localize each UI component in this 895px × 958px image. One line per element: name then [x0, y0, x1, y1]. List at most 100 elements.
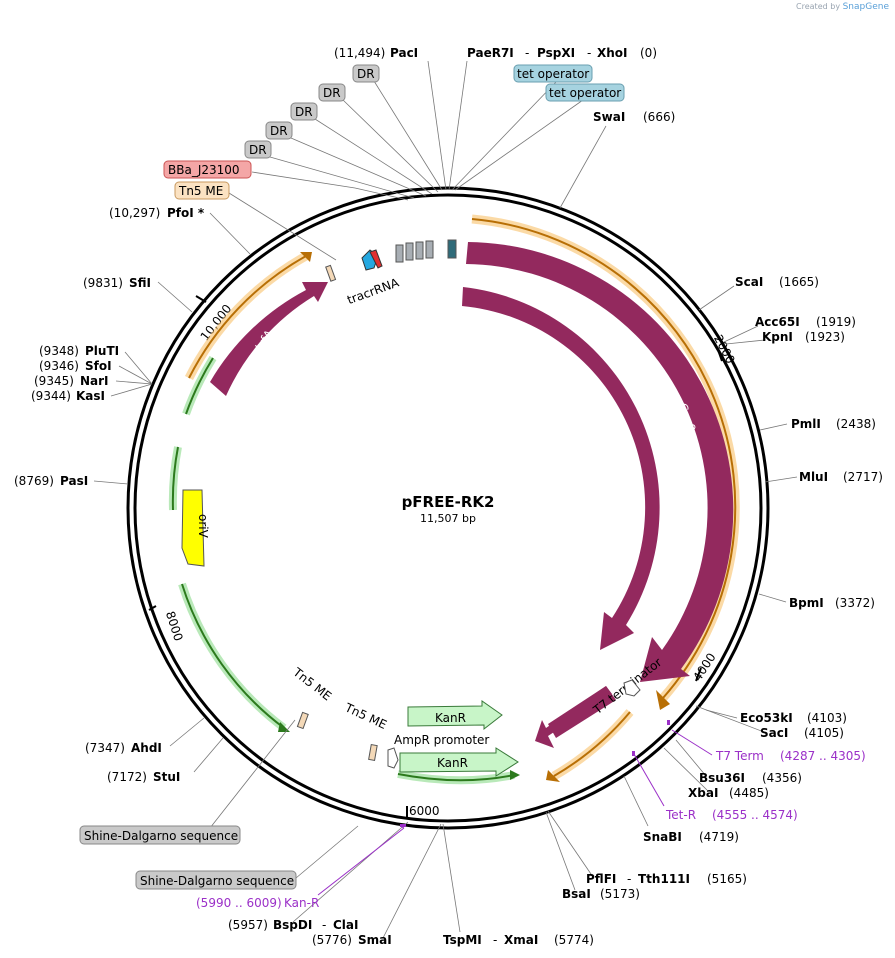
- oriV-feature: oriV: [181, 489, 210, 567]
- site-pos-pluti: (9348): [39, 344, 79, 358]
- tag-dr-4: DR: [270, 124, 288, 138]
- site-pflfi: PflFI: [586, 872, 616, 886]
- backbone-outer: [126, 186, 770, 830]
- primer-tet-r-range: (4555 .. 4574): [712, 808, 798, 822]
- tracrRNA-feature: tracrRNA: [345, 249, 402, 307]
- snapgene-credit: Created by SnapGene: [796, 2, 889, 12]
- site-tspmi-sep: -: [493, 933, 497, 947]
- tag-shine-dalgarno-1: Shine-Dalgarno sequence: [84, 829, 238, 843]
- primer-t7-term-range: (4287 .. 4305): [780, 749, 866, 763]
- site-kpni: KpnI: [762, 330, 793, 344]
- site-xbai: XbaI: [688, 786, 718, 800]
- site-pos-bpmi: (3372): [835, 596, 875, 610]
- site-pos-snabi: (4719): [699, 830, 739, 844]
- site-bsu36i: Bsu36I: [699, 771, 745, 785]
- primer-labels: T7 Term (4287 .. 4305) Tet-R (4555 .. 45…: [196, 749, 866, 910]
- site-kasi: KasI: [76, 389, 105, 403]
- site-acc65i: Acc65I: [755, 315, 800, 329]
- site-pos-saci: (4105): [804, 726, 844, 740]
- primer-marks: [400, 720, 670, 827]
- site-tth111i: Tth111I: [638, 872, 690, 886]
- site-bspdi: BspDI: [273, 918, 312, 932]
- tn5-me-label-2: Tn5 ME: [342, 700, 389, 732]
- site-bsai: BsaI: [562, 887, 591, 901]
- kanR-label-1: KanR: [435, 711, 466, 725]
- site-pos-eco53ki: (4103): [807, 711, 847, 725]
- ampR-promoter-arrow: [387, 747, 399, 769]
- tag-dr-5: DR: [249, 143, 267, 157]
- primer-t7-term: T7 Term: [715, 749, 764, 763]
- site-pos-tth111i: (5165): [707, 872, 747, 886]
- site-pos-stui: (7172): [107, 770, 147, 784]
- site-pos-kpni: (1923): [805, 330, 845, 344]
- tn5-me-feature-top: [325, 264, 337, 282]
- site-pos-bsai: (5173): [600, 887, 640, 901]
- tn5-me-feature-1: [296, 711, 309, 730]
- site-smai: SmaI: [358, 933, 392, 947]
- site-sfoi: SfoI: [85, 359, 112, 373]
- site-pos-pmli: (2438): [836, 417, 876, 431]
- orange-feature-right: [471, 214, 740, 710]
- site-stui: StuI: [153, 770, 180, 784]
- site-pos-bsu36i: (4356): [762, 771, 802, 785]
- site-pos-smai: (5776): [312, 933, 352, 947]
- site-pos-nari: (9345): [34, 374, 74, 388]
- tag-dr-1: DR: [357, 67, 375, 81]
- site-eco53ki: Eco53kI: [740, 711, 793, 725]
- site-pos-acc65i: (1919): [816, 315, 856, 329]
- kanR-label-2: KanR: [437, 756, 468, 770]
- site-pasi: PasI: [60, 474, 88, 488]
- site-pos-bspdi: (5957): [228, 918, 268, 932]
- site-pos-pasi: (8769): [14, 474, 54, 488]
- credit-prefix: Created by: [796, 2, 841, 11]
- orange-feature-bottom: [546, 709, 634, 782]
- site-pos-mlui: (2717): [843, 470, 883, 484]
- dr-array: [395, 239, 457, 263]
- site-bpmi: BpmI: [789, 596, 824, 610]
- tick-8000: 8000: [163, 609, 186, 642]
- tn5-me-label-1: Tn5 ME: [290, 665, 334, 704]
- site-pmli: PmlI: [791, 417, 821, 431]
- site-pos-xbai: (4485): [729, 786, 769, 800]
- tag-dr-2: DR: [323, 86, 341, 100]
- site-saci: SacI: [760, 726, 788, 740]
- site-pos-swai: (666): [643, 110, 675, 124]
- site-pflfi-sep: -: [627, 872, 631, 886]
- site-paci: PacI: [390, 46, 418, 60]
- oriV-label: oriV: [196, 514, 210, 539]
- site-pos-scai: (1665): [779, 275, 819, 289]
- primer-kan-r: Kan-R: [284, 896, 319, 910]
- site-leader-lines: [93, 60, 798, 939]
- tag-shine-dalgarno-2: Shine-Dalgarno sequence: [140, 874, 294, 888]
- green-feature-left: [168, 355, 290, 732]
- backbone-inner: [133, 193, 763, 823]
- site-pos-xhoi: (0): [640, 46, 657, 60]
- site-snabi: SnaBI: [643, 830, 682, 844]
- tick-6000: 6000: [409, 804, 440, 818]
- cas9-inner-arrow: Cas9: [462, 287, 661, 650]
- primer-kan-r-range: (5990 .. 6009): [196, 896, 282, 910]
- site-swai: SwaI: [593, 110, 625, 124]
- site-tspmi: TspMI: [443, 933, 482, 947]
- site-pfoi: PfoI *: [167, 206, 205, 220]
- site-pspxi-sep2: -: [587, 46, 591, 60]
- t7-terminator-arrow: [623, 679, 641, 697]
- site-xmai: XmaI: [504, 933, 538, 947]
- site-pos-ahdi: (7347): [85, 741, 125, 755]
- green-feature-bottom: [397, 770, 520, 785]
- site-mlui: MluI: [799, 470, 828, 484]
- site-nari: NarI: [80, 374, 109, 388]
- site-pos-sfii: (9831): [83, 276, 123, 290]
- trfA-arrow: trfA: [210, 282, 328, 396]
- site-pos-xmai: (5774): [554, 933, 594, 947]
- site-pos-sfoi: (9346): [39, 359, 79, 373]
- kanR-arrow-1: KanR: [407, 700, 503, 731]
- tag-tet-operator-2: tet operator: [549, 86, 621, 100]
- site-pluti: PluTI: [85, 344, 119, 358]
- tracrRNA-label: tracrRNA: [345, 275, 401, 307]
- kanR-arrow-2: KanR: [399, 747, 519, 777]
- site-xhoi: XhoI: [597, 46, 628, 60]
- site-ahdi: AhdI: [131, 741, 162, 755]
- plasmid-size: 11,507 bp: [420, 512, 476, 525]
